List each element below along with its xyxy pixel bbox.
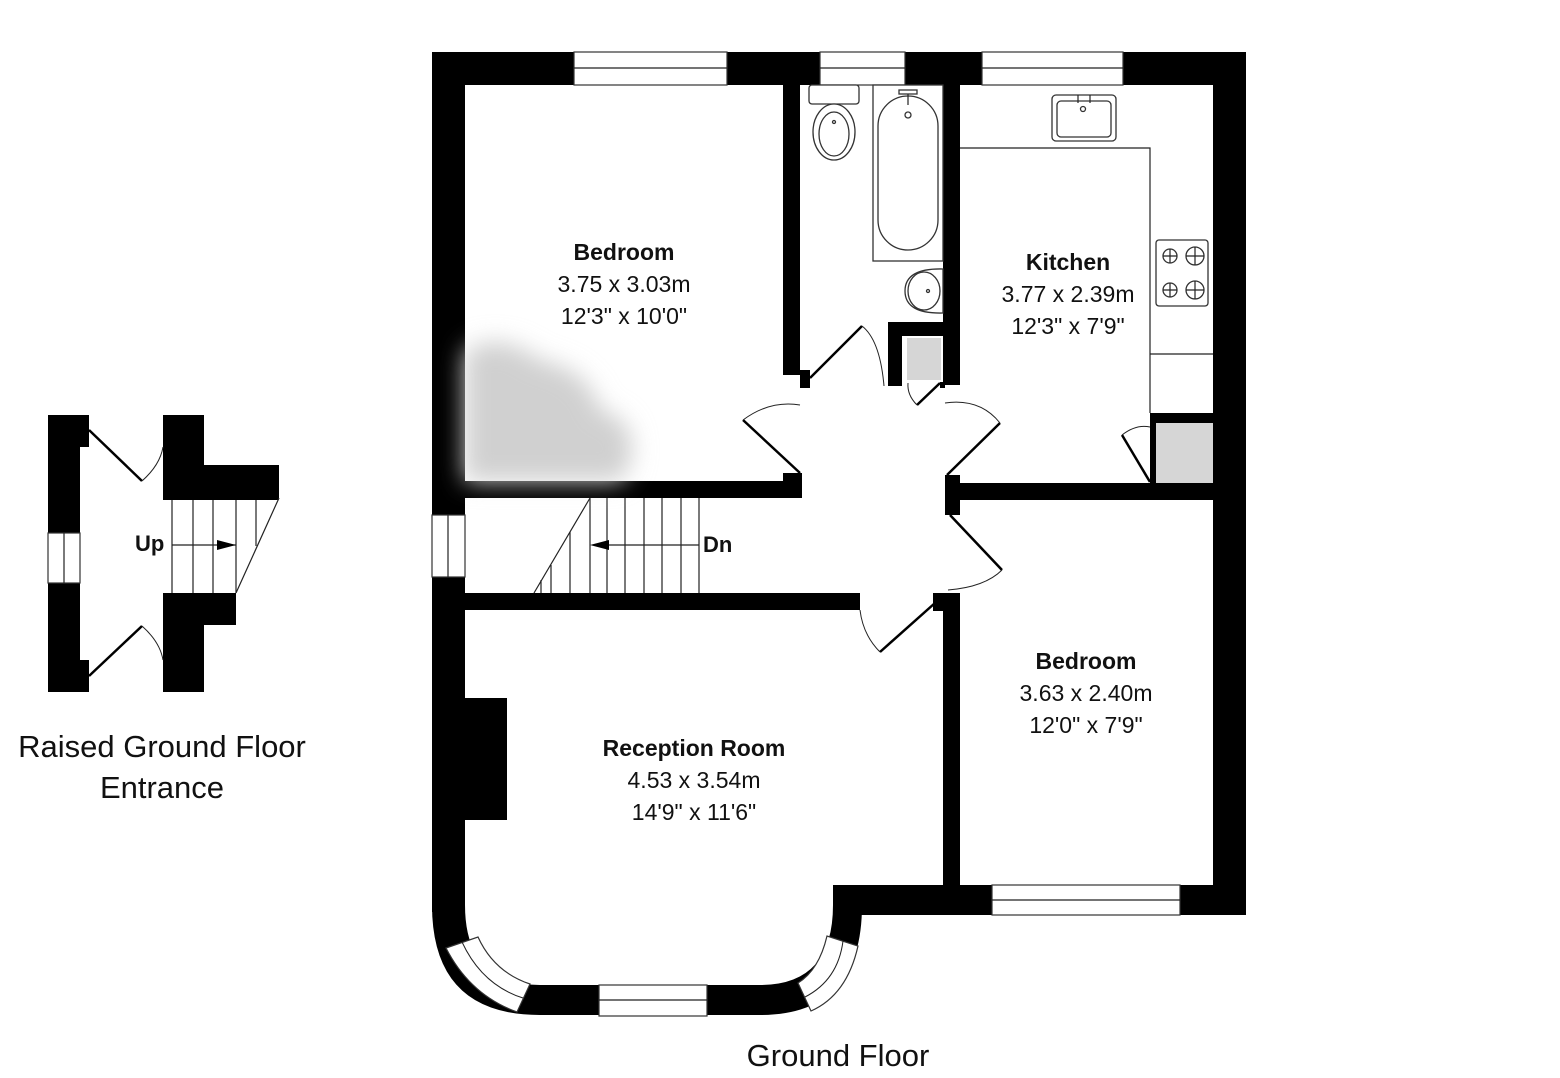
room-metric: 3.77 x 2.39m [1002,281,1135,307]
arrow-left-icon [590,540,609,550]
wall-bath-kitchen [943,85,960,385]
stairs-down-label: Dn [703,532,732,557]
room-metric: 4.53 x 3.54m [628,767,761,793]
room-imperial: 12'0" x 7'9" [1029,712,1142,738]
room-imperial: 12'3" x 10'0" [561,303,687,329]
kitchen-counter [960,147,1151,413]
room-imperial: 12'3" x 7'9" [1011,313,1124,339]
window-kitchen [981,51,1124,86]
wall-bedroom-hall [465,481,802,498]
room-label-kitchen: Kitchen 3.77 x 2.39m 12'3" x 7'9" [1002,249,1135,339]
room-metric: 3.63 x 2.40m [1020,680,1153,706]
arrow-right-icon [217,540,236,550]
bath-icon [872,84,944,262]
stairs-down [533,497,700,594]
east-wall [1213,52,1246,915]
toilet-icon [808,84,860,161]
door-kitchen-cupboard[interactable] [1120,425,1152,483]
floor-label-ground: Ground Floor [747,1038,930,1073]
entrance-window [47,532,81,584]
wall-kitchen-bedroom [945,483,1213,500]
wall-reception-bedroom [943,593,960,885]
entrance-door-top[interactable] [88,429,164,482]
bay-window [432,885,862,1017]
window-bedroom-south [991,884,1181,916]
door-jamb [800,370,810,388]
room-name: Reception Room [603,735,786,761]
room-metric: 3.75 x 3.03m [558,271,691,297]
airing-cupboard [907,338,941,380]
blurred-region [465,342,632,481]
cupboard-wall [1150,413,1156,483]
wall-hall-reception [465,593,860,610]
window-bedroom-north [573,51,728,86]
door-reception[interactable] [859,602,936,653]
entrance-door-bottom[interactable] [88,625,164,677]
door-kitchen[interactable] [944,401,1001,476]
wall-bedroom-bath [783,85,800,375]
door-bedroom1[interactable] [742,403,801,474]
entrance-plan: Up Raised Ground Floor Entrance [18,415,306,805]
stairs-up [171,497,280,594]
cupboard-wall [888,322,902,386]
room-label-bedroom-2: Bedroom 3.63 x 2.40m 12'0" x 7'9" [1020,648,1153,738]
door-jamb [933,593,960,611]
window-bathroom [819,51,906,86]
west-wall [432,52,465,912]
room-name: Bedroom [574,239,675,265]
room-imperial: 14'9" x 11'6" [632,799,756,825]
door-jamb [783,473,802,498]
room-name: Kitchen [1026,249,1110,275]
room-name: Bedroom [1036,648,1137,674]
entrance-wall [163,465,279,500]
door-cupboard-bath[interactable] [907,382,941,406]
stairs-up-label: Up [135,531,164,556]
chimney-breast [465,698,507,820]
entrance-wall [163,593,204,692]
hob-icon [1155,239,1209,307]
door-jamb [940,382,945,388]
door-bedroom2[interactable] [947,514,1003,591]
door-jamb [945,475,960,515]
room-label-reception: Reception Room 4.53 x 3.54m 14'9" x 11'6… [603,735,786,825]
door-bathroom[interactable] [809,325,885,387]
kitchen-cupboard [1156,423,1213,483]
room-label-bedroom-1: Bedroom 3.75 x 3.03m 12'3" x 10'0" [558,239,691,329]
ground-floor-plan: Dn Bedroom 3.75 x 3.03m 12'3" x 10'0" Ki… [431,51,1246,1073]
entrance-wall [48,660,89,692]
kitchen-sink-icon [1051,94,1117,142]
cupboard-wall [1150,413,1213,423]
window-hall-west [431,514,466,578]
basin-icon [904,268,944,314]
floor-label-entrance-line2: Entrance [100,770,224,805]
floor-label-entrance-line1: Raised Ground Floor [18,729,306,764]
